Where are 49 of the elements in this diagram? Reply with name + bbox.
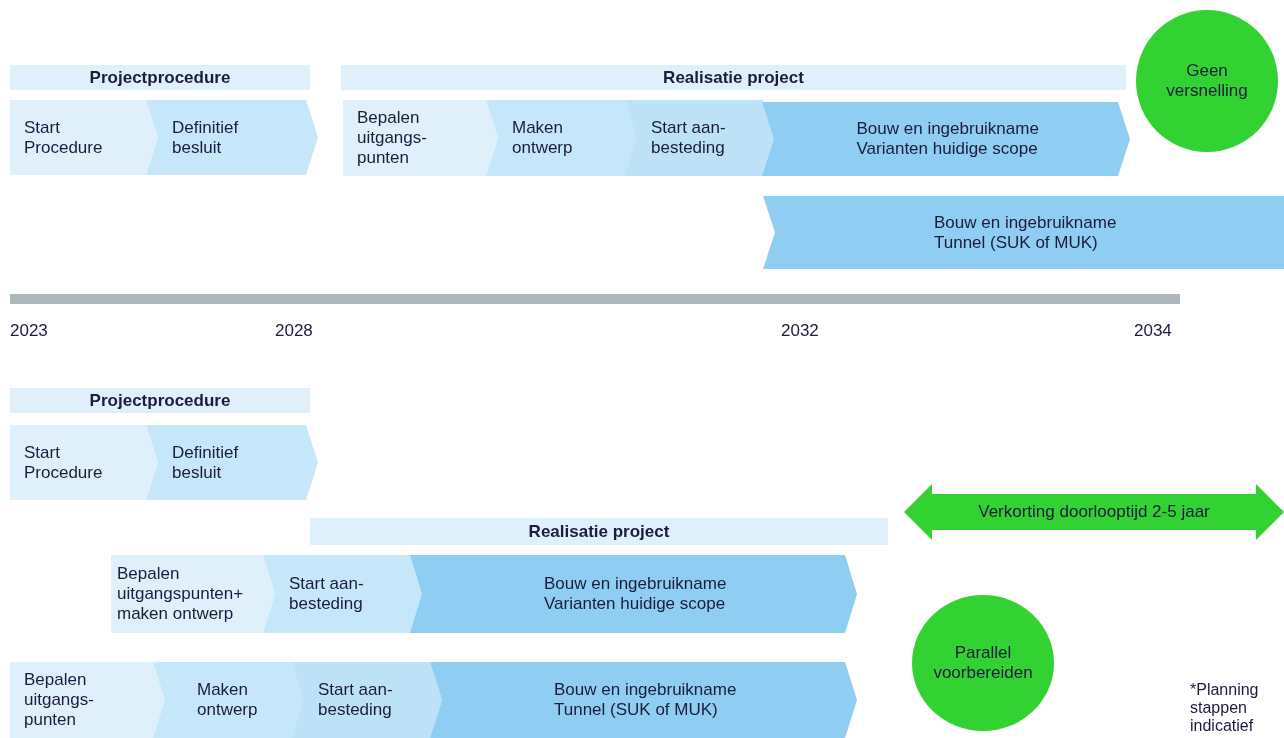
year-label: 2023	[10, 321, 48, 341]
chevron-step	[146, 100, 318, 175]
arrow-label: Verkorting doorlooptijd 2-5 jaar	[978, 502, 1210, 522]
chevron-step	[146, 425, 318, 500]
step-label: Bouw en ingebruikname Varianten huidige scope	[544, 574, 728, 614]
note: *Planning stappen indicatief	[1190, 681, 1260, 735]
chevron-step	[486, 100, 638, 176]
phase-band	[310, 518, 888, 545]
chevron-step	[292, 662, 442, 738]
step-label: Bouw en ingebruikname Tunnel (SUK of MUK)	[934, 212, 1118, 253]
chevron-step	[763, 196, 1284, 269]
step-label: Start aan- besteding	[318, 680, 394, 720]
phase-title: Projectprocedure	[89, 390, 231, 411]
phase-title: Projectprocedure	[89, 67, 231, 88]
chevron-step	[430, 662, 857, 738]
step-label: Bouw en ingebruikname Tunnel (SUK of MUK)	[554, 680, 738, 720]
year-label: 2034	[1134, 321, 1172, 341]
circle-label: Parallel voorbereiden	[932, 643, 1034, 683]
step-label: Bepalen uitgangspunten+ maken ontwerp	[117, 564, 245, 624]
step-label: Start Procedure	[24, 442, 104, 483]
chevron-step	[343, 100, 498, 176]
chevron-step	[10, 100, 158, 175]
chevron-step	[263, 555, 423, 633]
step-label: Start Procedure	[24, 117, 104, 158]
chevron-step	[762, 102, 1130, 176]
chevron-step	[10, 425, 158, 500]
chevron-step	[410, 555, 857, 633]
step-label: Definitief besluit	[172, 442, 240, 483]
step-label: Bepalen uitgangs- punten	[357, 108, 428, 168]
step-label: Bouw en ingebruikname Varianten huidige scope	[856, 119, 1040, 159]
step-label: Definitief besluit	[172, 117, 240, 158]
phase-band	[341, 65, 1126, 90]
phase-band	[10, 65, 310, 90]
circle-label: Geen versnelling	[1165, 61, 1249, 101]
step-label: Maken ontwerp	[512, 118, 574, 158]
chevron-step	[625, 100, 775, 176]
chevron-step	[153, 662, 305, 738]
phase-title: Realisatie project	[663, 67, 804, 88]
step-label: Start aan- besteding	[289, 574, 365, 614]
phase-title: Realisatie project	[528, 521, 670, 542]
year-label: 2028	[275, 321, 313, 341]
phase-band	[10, 388, 310, 413]
double-arrow	[904, 484, 1284, 540]
year-label: 2032	[781, 321, 819, 341]
step-label: Start aan- besteding	[651, 118, 727, 158]
chevron-step	[10, 662, 168, 738]
step-label: Maken ontwerp	[197, 680, 259, 720]
step-label: Bepalen uitgangs- punten	[24, 670, 95, 730]
chevron-step	[111, 555, 275, 633]
